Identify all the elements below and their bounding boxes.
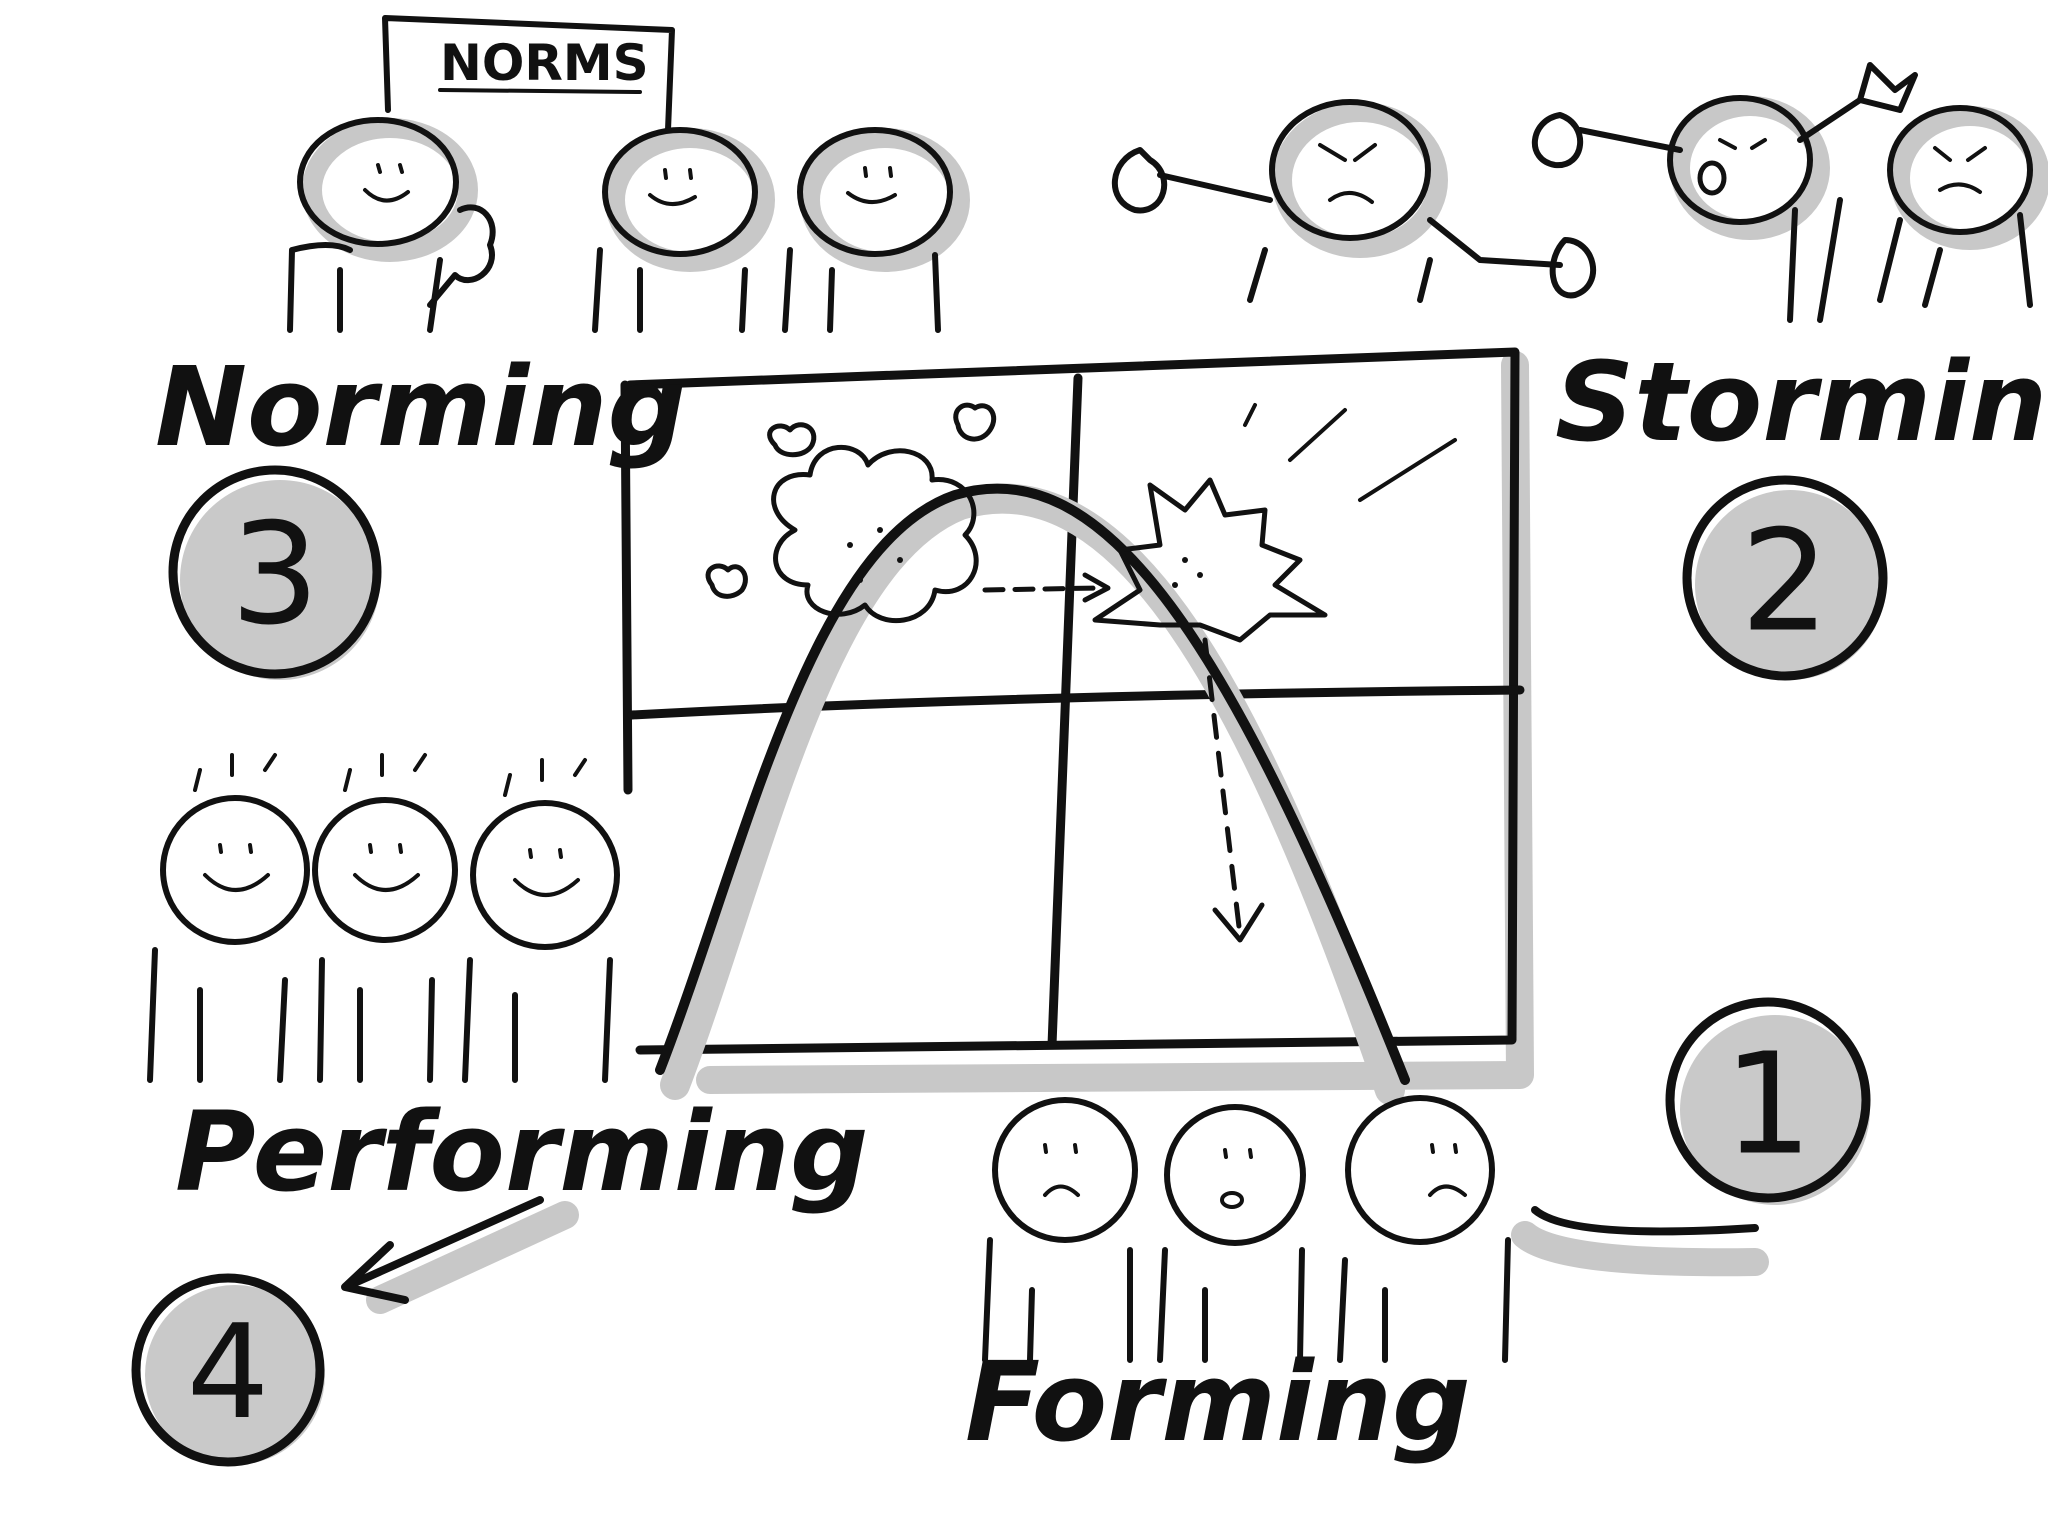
performing-group bbox=[147, 753, 620, 1083]
performing-figure bbox=[462, 758, 620, 1083]
performing-figure bbox=[312, 753, 458, 1083]
norming-badge: 3 bbox=[168, 465, 382, 680]
forming-figure bbox=[982, 1097, 1138, 1363]
norming-number: 3 bbox=[230, 494, 319, 657]
forming-figure bbox=[1337, 1095, 1511, 1363]
norming-group: NORMS bbox=[287, 15, 970, 333]
forming-number: 1 bbox=[1723, 1024, 1812, 1187]
conflict-burst bbox=[1092, 403, 1457, 643]
performing-figure bbox=[147, 753, 310, 1083]
storming-group bbox=[1111, 62, 2048, 323]
storming-label: Storming bbox=[1555, 338, 2048, 466]
storming-figure bbox=[1877, 105, 2048, 308]
norms-sign-text: NORMS bbox=[440, 34, 649, 92]
norming-label: Norming bbox=[155, 343, 686, 471]
forming-badge: 1 bbox=[1665, 997, 1871, 1205]
forming-connector bbox=[1511, 1206, 1769, 1277]
norming-figure bbox=[287, 117, 496, 333]
norming-figure bbox=[782, 127, 970, 333]
performing-badge: 4 bbox=[131, 1273, 325, 1467]
performing-number: 4 bbox=[187, 1296, 270, 1448]
performing-arrow bbox=[341, 1196, 579, 1314]
storming-figure bbox=[1531, 62, 1918, 323]
central-grid bbox=[620, 347, 1534, 1094]
performing-label: Performing bbox=[175, 1088, 869, 1216]
forming-group bbox=[982, 1095, 1511, 1363]
norming-figure bbox=[592, 127, 775, 333]
forming-figure bbox=[1157, 1104, 1306, 1363]
forming-label: Forming bbox=[965, 1338, 1471, 1466]
team-curve bbox=[655, 483, 1410, 1105]
idea-cloud bbox=[705, 402, 1111, 623]
norms-sign: NORMS bbox=[382, 15, 675, 133]
storming-number: 2 bbox=[1740, 501, 1829, 664]
storming-figure bbox=[1111, 99, 1596, 303]
storming-badge: 2 bbox=[1682, 475, 1888, 681]
